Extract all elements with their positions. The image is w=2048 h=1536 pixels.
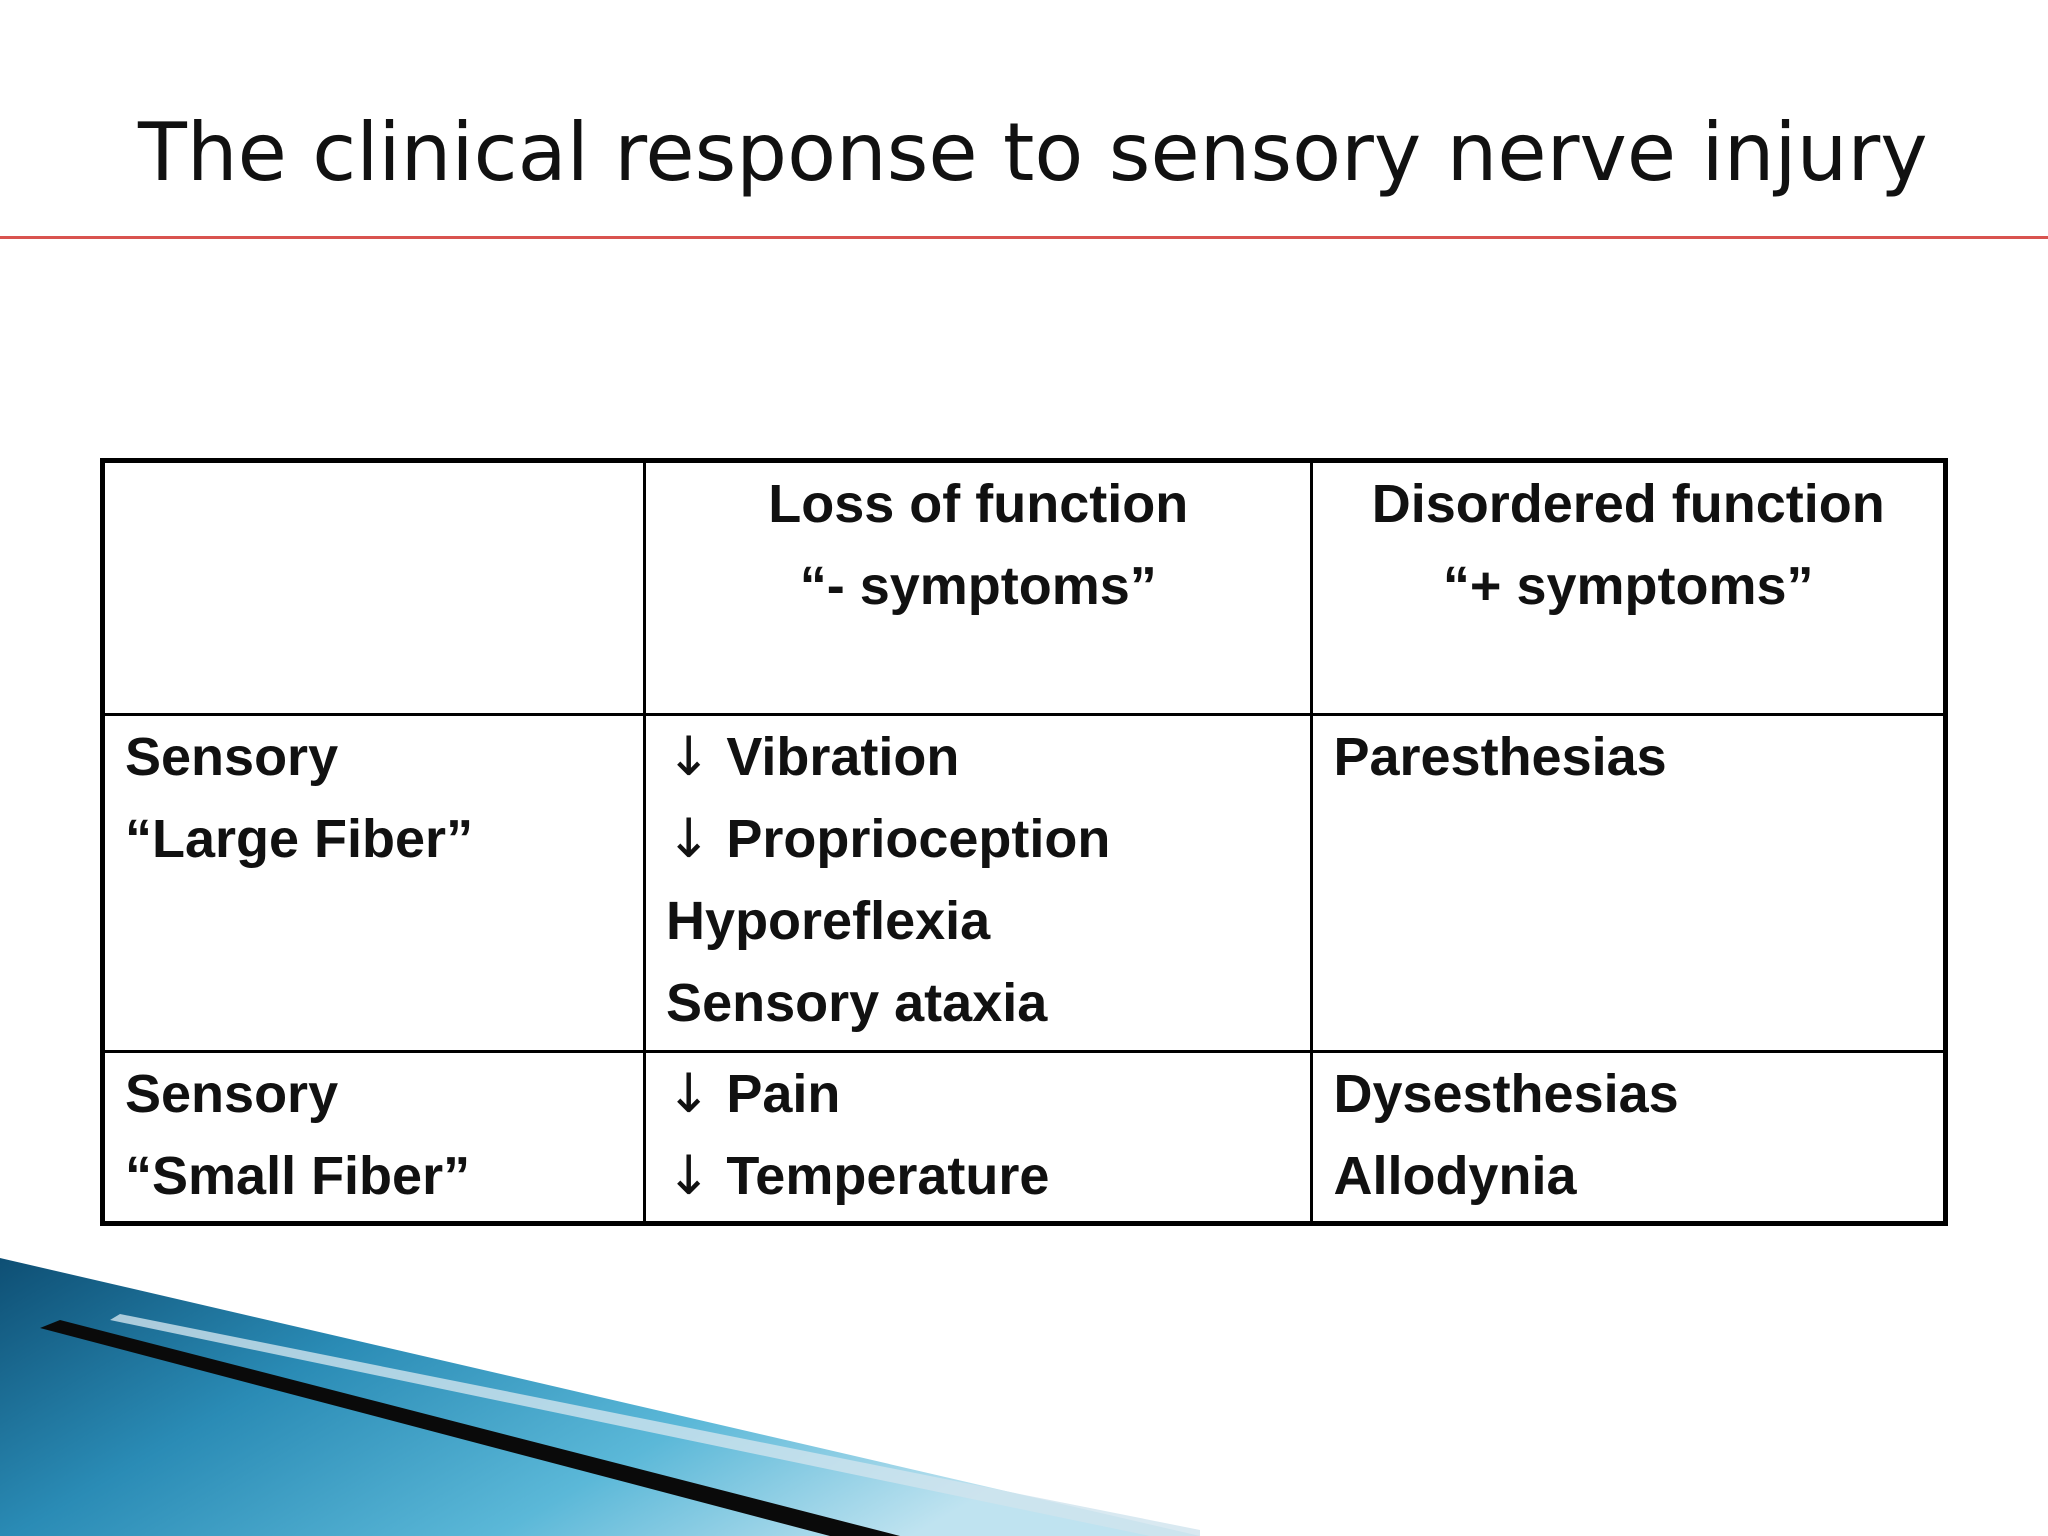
title-divider [0, 236, 2048, 239]
header-cell-disordered-function: Disordered function “+ symptoms” [1310, 459, 1947, 716]
row-label-line: “Small Fiber” [125, 1146, 471, 1206]
disordered-item: Allodynia [1333, 1146, 1577, 1206]
swoosh-black-stripe [40, 1320, 900, 1536]
down-arrow-icon: ↓ [666, 725, 712, 788]
header-loss-subtitle: “- symptoms” [799, 556, 1157, 616]
row-label-cell: Sensory “Large Fiber” [100, 713, 647, 1053]
disordered-function-cell: Dysesthesias Allodynia [1310, 1050, 1947, 1225]
row-label-cell: Sensory “Small Fiber” [100, 1050, 647, 1225]
row-label-line: Sensory [125, 1064, 339, 1124]
loss-item: ↓ Pain [666, 1053, 1290, 1135]
loss-of-function-cell: ↓ Pain ↓ Temperature [643, 1050, 1314, 1225]
disordered-function-cell: Paresthesias [1310, 713, 1947, 1053]
header-disordered-subtitle: “+ symptoms” [1442, 556, 1814, 616]
symptom-table: Loss of function “- symptoms” Disordered… [100, 458, 1948, 1226]
table-header-row: Loss of function “- symptoms” Disordered… [100, 459, 1947, 716]
header-cell-empty [100, 459, 647, 716]
swoosh-blue-band [0, 1258, 1200, 1536]
header-disordered-title: Disordered function [1371, 474, 1885, 534]
loss-item: Sensory ataxia [666, 973, 1048, 1033]
disordered-item: Dysesthesias [1333, 1064, 1679, 1124]
swoosh-pale-stripe [110, 1314, 1200, 1536]
row-label-line: “Large Fiber” [125, 809, 474, 869]
row-label-line: Sensory [125, 727, 339, 787]
table-row-small-fiber: Sensory “Small Fiber” ↓ Pain ↓ Temperatu… [100, 1050, 1947, 1225]
loss-item: Hyporeflexia [666, 891, 991, 951]
table-row-large-fiber: Sensory “Large Fiber” ↓ Vibration ↓ Prop… [100, 713, 1947, 1053]
loss-item-text: Pain [726, 1064, 841, 1124]
disordered-item: Paresthesias [1333, 727, 1667, 787]
down-arrow-icon: ↓ [666, 807, 712, 870]
loss-item-text: Vibration [726, 727, 960, 787]
down-arrow-icon: ↓ [666, 1144, 712, 1207]
header-loss-title: Loss of function [768, 474, 1189, 534]
loss-item-text: Temperature [726, 1146, 1050, 1206]
loss-item-text: Proprioception [726, 809, 1111, 869]
loss-item: ↓ Vibration [666, 716, 1290, 798]
down-arrow-icon: ↓ [666, 1062, 712, 1125]
slide-title: The clinical response to sensory nerve i… [138, 106, 1928, 199]
loss-of-function-cell: ↓ Vibration ↓ Proprioception Hyporeflexi… [643, 713, 1314, 1053]
header-cell-loss-of-function: Loss of function “- symptoms” [643, 459, 1314, 716]
loss-item: ↓ Temperature [666, 1135, 1290, 1217]
loss-item: ↓ Proprioception [666, 798, 1290, 880]
decorative-swoosh [0, 1258, 1200, 1536]
